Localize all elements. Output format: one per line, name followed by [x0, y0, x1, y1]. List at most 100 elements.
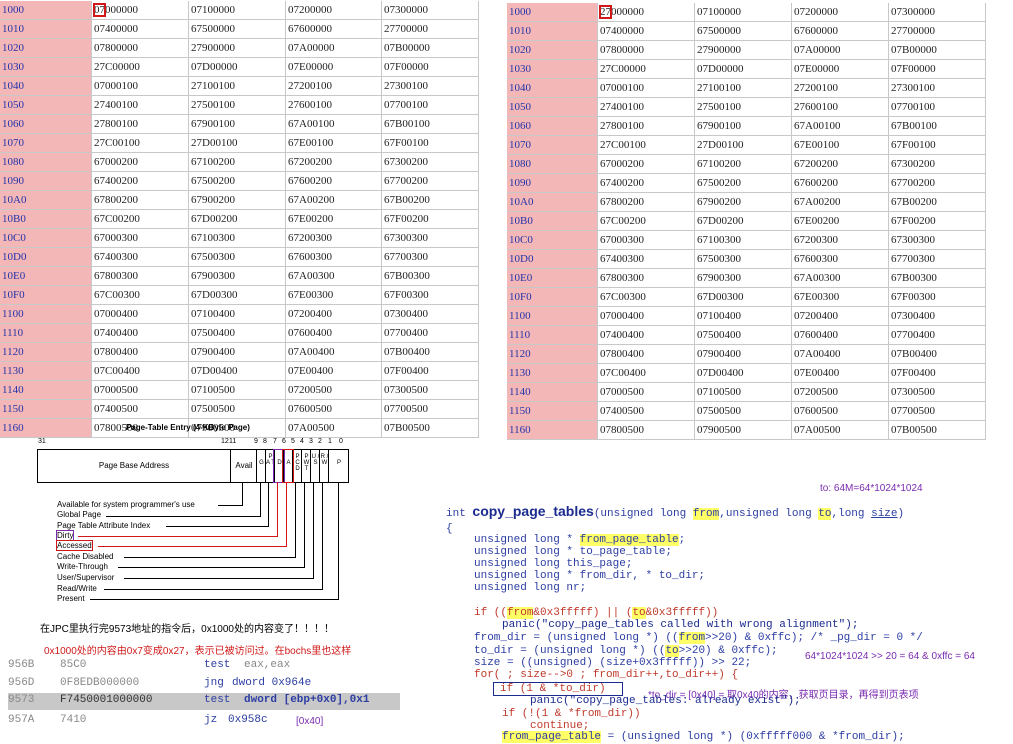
- bit-11: 11: [229, 438, 237, 445]
- memory-value: 67D00300: [188, 285, 286, 305]
- memory-address: 1020: [507, 40, 598, 60]
- memory-value: 27C00000: [597, 59, 695, 79]
- memory-value: 27600100: [285, 95, 382, 115]
- pte-label-accessed: Accessed: [56, 540, 93, 551]
- memory-value: 67600300: [285, 247, 382, 267]
- memory-value: 67C00300: [91, 285, 189, 305]
- memory-address: 1010: [507, 21, 598, 41]
- asm-row-selected[interactable]: 9573 F7450001000000 test dword [ebp+0x0]…: [8, 693, 400, 710]
- bit-1: 1: [328, 438, 332, 445]
- code-token: from: [678, 632, 706, 644]
- memory-value: 67E00200: [285, 209, 382, 229]
- memory-address: 1090: [507, 173, 598, 193]
- memory-value: 07500500: [694, 401, 792, 421]
- memory-value: 07700100: [381, 95, 479, 115]
- asm-operands: dword 0x964e: [232, 677, 312, 689]
- memory-address: 10B0: [0, 209, 92, 229]
- memory-value: 07300400: [381, 304, 479, 324]
- memory-value: 07300000: [888, 3, 986, 22]
- memory-value: 67C00200: [597, 211, 695, 231]
- memory-value: 07A00400: [285, 342, 382, 362]
- memory-value: 07400000: [597, 21, 695, 41]
- memory-value: 07100500: [188, 380, 286, 400]
- code-token: unsigned long *: [474, 534, 580, 546]
- asm-bytes: 85C0: [60, 659, 87, 671]
- memory-address: 1060: [507, 116, 598, 136]
- memory-value: 07200400: [285, 304, 382, 324]
- memory-value: 27300100: [381, 76, 479, 96]
- bit-9: 9: [254, 438, 258, 445]
- memory-value: 07800000: [597, 40, 695, 60]
- memory-value: 07000500: [597, 382, 695, 402]
- memory-address: 1110: [507, 325, 598, 345]
- memory-address: 1100: [0, 304, 92, 324]
- memory-value: 07F00400: [888, 363, 986, 383]
- memory-value: 07B00500: [888, 420, 986, 440]
- bit-2: 2: [318, 438, 322, 445]
- code-line: panic("copy_page_tables called with wron…: [502, 619, 859, 631]
- memory-value: 27100100: [694, 78, 792, 98]
- memory-value: 07D00400: [188, 361, 286, 381]
- memory-address: 1090: [0, 171, 92, 191]
- code-token: ;: [678, 534, 686, 546]
- memory-address: 1000: [0, 1, 92, 20]
- memory-value: 07900400: [694, 344, 792, 364]
- code-token: &0x3fffff)): [645, 607, 719, 619]
- code-token: &0x3fffff) || (: [533, 607, 633, 619]
- memory-value: 07A00500: [285, 418, 382, 438]
- memory-value: 07000400: [597, 306, 695, 326]
- pte-field-g: G: [256, 450, 266, 482]
- note-shift-formula: 64*1024*1024 >> 20 = 64 & 0xffc = 64: [805, 651, 975, 662]
- asm-mnemonic: test: [204, 694, 231, 706]
- pte-field-rw: R / W: [319, 450, 329, 482]
- memory-value: 67500200: [694, 173, 792, 193]
- note-after-jpc: 在JPC里执行完9573地址的指令后，0x1000处的内容变了！！！！: [40, 624, 334, 635]
- memory-value: 07400000: [91, 19, 189, 39]
- memory-address: 1070: [0, 133, 92, 153]
- leader-line: [277, 482, 278, 537]
- memory-value: 07800400: [597, 344, 695, 364]
- memory-value: 67900300: [188, 266, 286, 286]
- asm-mnemonic: test: [204, 659, 231, 671]
- memory-value: 07200500: [285, 380, 382, 400]
- memory-value: 27600100: [791, 97, 889, 117]
- code-token: ,: [719, 508, 726, 520]
- memory-value: 27D00100: [188, 133, 286, 153]
- memory-value: 07500500: [188, 399, 286, 419]
- memory-value: 67400200: [597, 173, 695, 193]
- memory-value: 07100400: [188, 304, 286, 324]
- memory-address: 10A0: [507, 192, 598, 212]
- asm-address: 956D: [8, 677, 35, 689]
- memory-value: 67300300: [888, 230, 986, 250]
- memory-value: 07A00400: [791, 344, 889, 364]
- pte-field-p: P: [328, 450, 349, 482]
- asm-address: 957A: [8, 714, 35, 726]
- memory-value: 07E00400: [791, 363, 889, 383]
- memory-value: 67900100: [188, 114, 286, 134]
- memory-value: 07900400: [188, 342, 286, 362]
- memory-value: 67000200: [597, 154, 695, 174]
- asm-bytes: 7410: [60, 714, 87, 726]
- code-line: size = ((unsigned) (size+0x3fffff)) >> 2…: [474, 657, 752, 669]
- code-line: from_dir = (unsigned long *) ((from>>20)…: [474, 632, 923, 644]
- code-line: unsigned long * from_dir, * to_dir;: [474, 570, 706, 582]
- leader-line: [295, 482, 296, 558]
- memory-value: 67000300: [91, 228, 189, 248]
- memory-value: 27200100: [791, 78, 889, 98]
- leader-line: [268, 482, 269, 527]
- code-token: from: [507, 607, 534, 619]
- memory-value: 67500200: [188, 171, 286, 191]
- memory-value: 67A00300: [791, 268, 889, 288]
